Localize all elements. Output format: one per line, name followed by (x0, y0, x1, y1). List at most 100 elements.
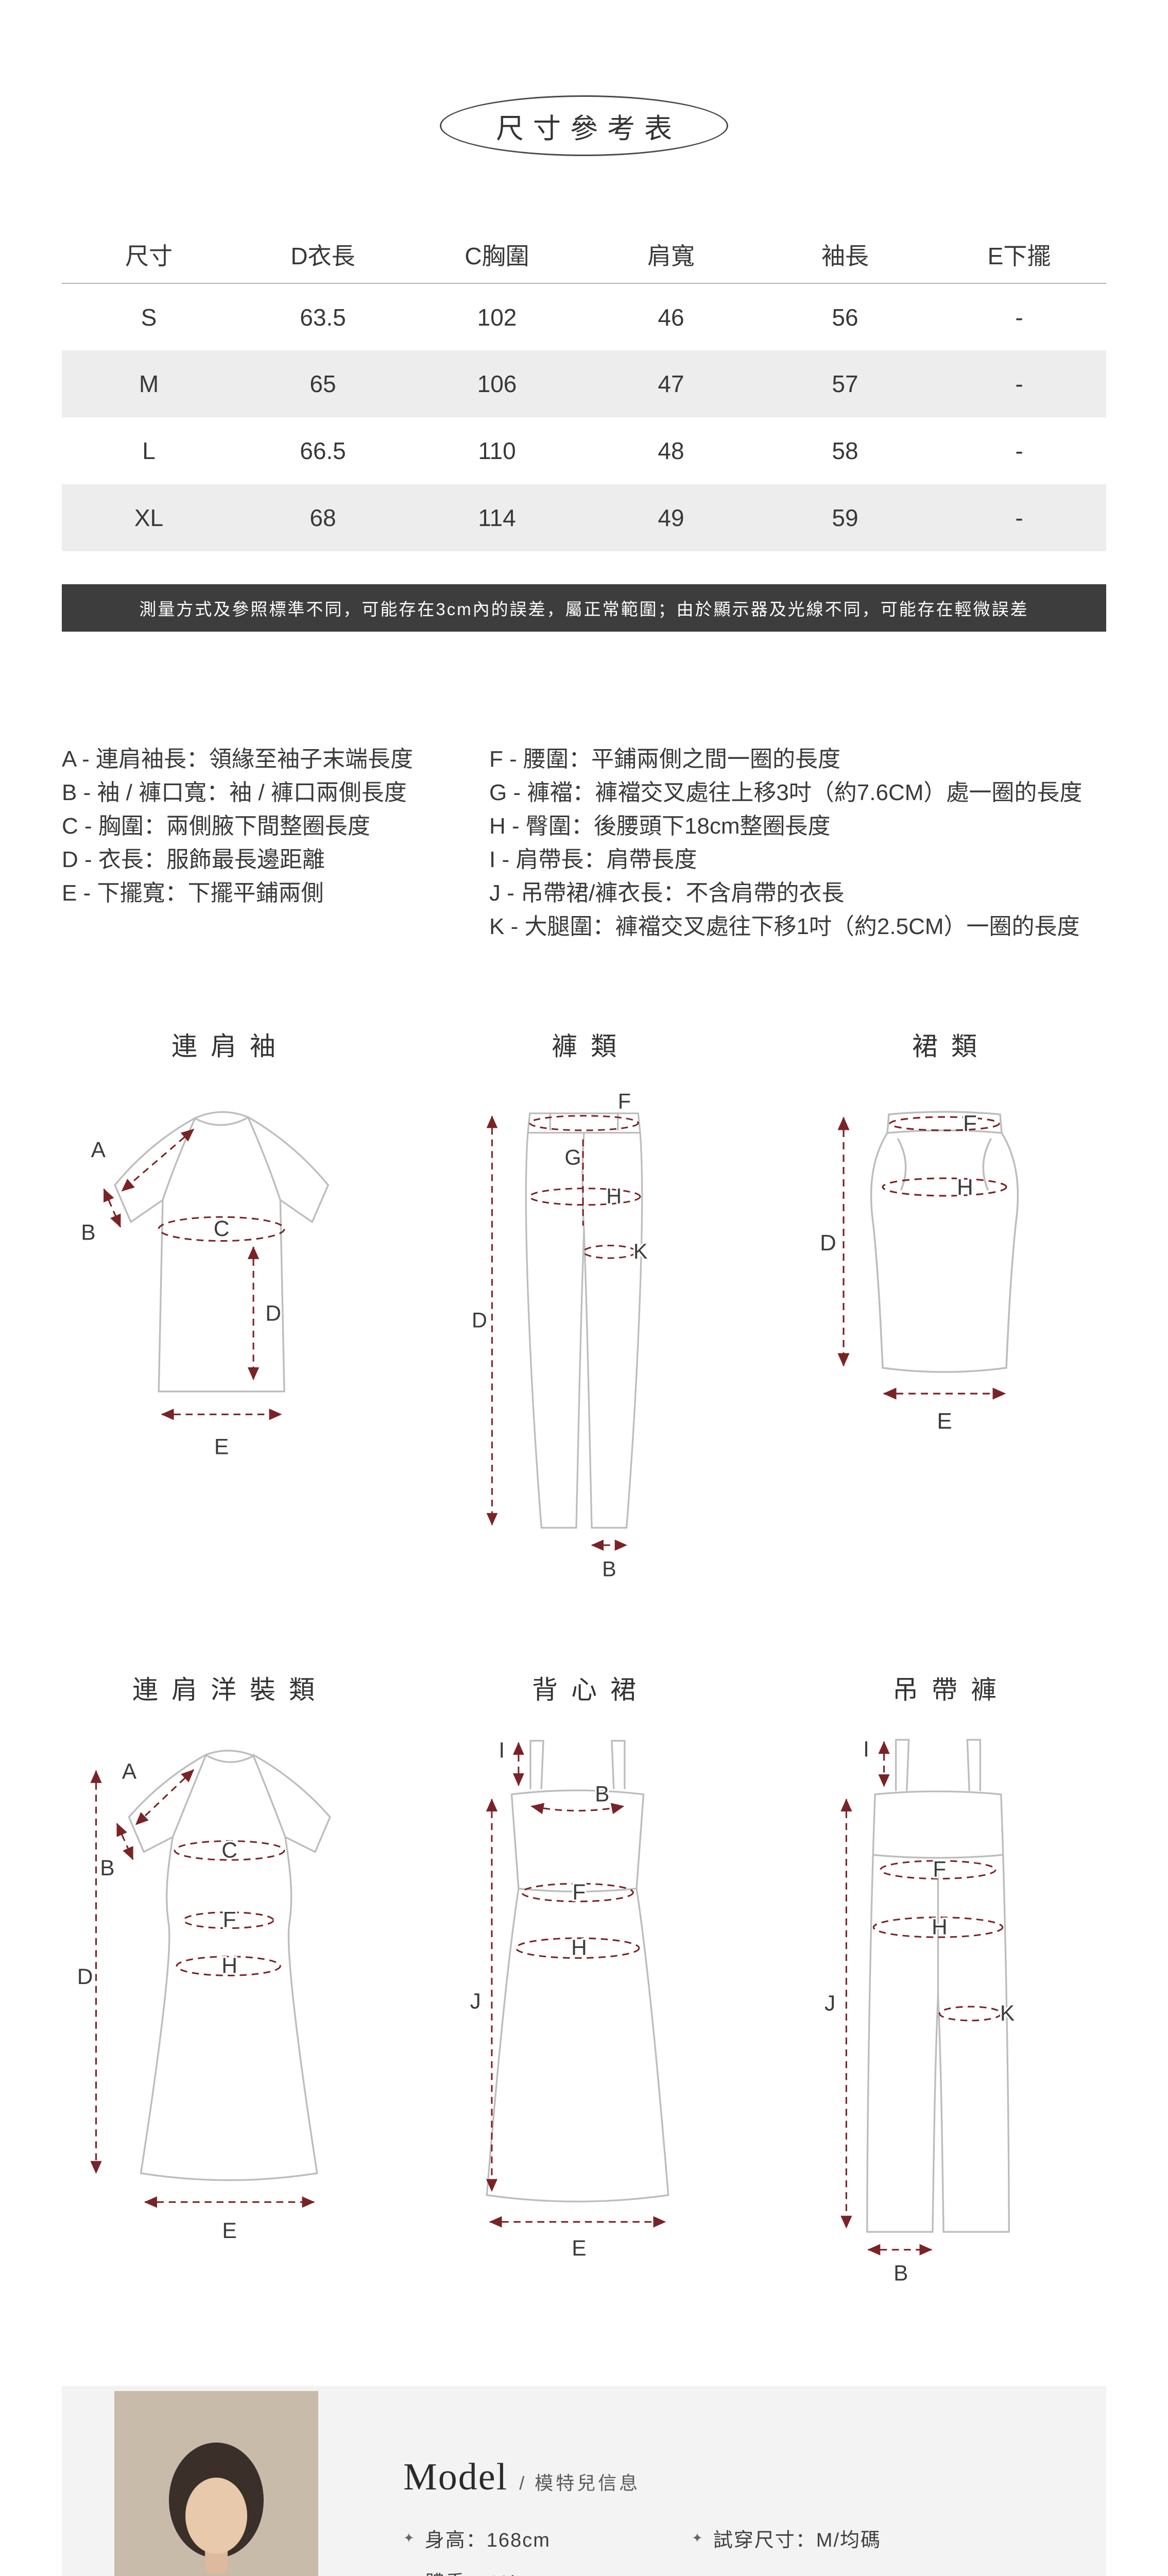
measurement-lines (90, 1769, 315, 2208)
measure-label-g: G (564, 1146, 581, 1170)
measure-label-c: C (214, 1216, 230, 1241)
diagram-title-pants: 褲類 (552, 1032, 630, 1061)
sparkle-bullet-icon: ✦ (403, 2530, 416, 2546)
measure-ellipse-c (174, 1840, 285, 1861)
legend-item-d: D - 衣長：服飾最長邊距離 (62, 847, 325, 872)
legend-item-h: H - 臀圍：後腰頭下18cm整圈長度 (489, 814, 831, 839)
model-fit-size: ✦ 試穿尺寸：M/均碼 (692, 2524, 881, 2552)
measure-ellipse-h (515, 1937, 640, 1959)
diagram-overalls: I F H K J B (823, 1735, 1017, 2285)
garment-outline (525, 1112, 643, 1529)
legend-item-g: G - 褲襠：褲襠交叉處往上移3吋（約7.6CM）處一圈的長度 (489, 780, 1083, 805)
diagram-title-raglan-top: 連肩袖 (171, 1032, 289, 1061)
measure-label-i: I (499, 1738, 505, 1762)
legend-item-e: E - 下擺寬：下擺平鋪兩側 (62, 880, 324, 906)
measure-label-b: B (100, 1856, 114, 1880)
size-row-l: L 66.5 110 48 58 - (62, 417, 1106, 484)
table-cell: 46 (658, 303, 684, 331)
size-row-m: M 65 106 47 57 - (62, 350, 1106, 417)
col-header-length: D衣長 (236, 226, 410, 284)
measurement-lines (486, 1115, 641, 1551)
measure-line-a (121, 1128, 195, 1192)
table-cell: 58 (832, 437, 858, 464)
measure-label-c: C (221, 1838, 237, 1862)
size-table-header-row: 尺寸 D衣長 C胸圍 肩寬 袖長 E下擺 (62, 226, 1106, 284)
table-cell: 49 (658, 504, 684, 531)
measure-label-d: D (265, 1301, 281, 1326)
legend-item-j: J - 吊帶裙/褲衣長：不含肩帶的衣長 (489, 880, 845, 906)
diagram-cell-vest-dress: 背心裙 (404, 1674, 764, 2270)
measure-label-a: A (91, 1138, 106, 1162)
measure-label-j: J (470, 1989, 481, 2013)
model-details: ✦ 身高：168cm ✦ 試穿尺寸：M/均碼 ✦ 體重：43kg (403, 2524, 881, 2576)
measure-ellipse-h (882, 1177, 1007, 1197)
diagram-skirt: F H D E (818, 1109, 1019, 1436)
model-info-section: @蹦蹦 Model / 模特兒信息 ✦ 身高：168cm ✦ 試穿尺寸：M/均碼… (62, 2386, 1106, 2576)
diagram-title-raglan-dress: 連肩洋裝類 (132, 1675, 328, 1704)
table-cell: - (1015, 504, 1023, 531)
measure-label-f: F (933, 1857, 946, 1882)
measure-label-i: I (863, 1737, 869, 1761)
face (185, 2478, 247, 2554)
measure-ellipse-f (183, 1911, 274, 1929)
legend-column-right: F - 腰圍：平鋪兩側之間一圈的長度 G - 褲襠：褲襠交叉處往上移3吋（約7.… (489, 742, 1106, 943)
diagram-raglan-top: A B C D E (79, 1111, 329, 1461)
col-header-sleeve: 袖長 (758, 226, 932, 284)
legend-item-i: I - 肩帶長：肩帶長度 (489, 847, 697, 872)
diagram-raglan-dress: A B C F H D E (75, 1750, 331, 2245)
diagram-row-1: 連肩袖 (43, 1031, 1125, 1595)
measure-label-k: K (633, 1240, 648, 1263)
model-photo: @蹦蹦 (114, 2391, 318, 2576)
model-photo-image: @蹦蹦 (114, 2391, 318, 2576)
col-header-shoulder: 肩寬 (584, 226, 758, 284)
table-cell: 110 (478, 437, 516, 464)
model-height-text: 身高：168cm (424, 2529, 551, 2551)
measure-label-f: F (223, 1908, 236, 1933)
measure-legend: A - 連肩袖長：領緣至袖子末端長度 B - 袖 / 褲口寬：袖 / 褲口兩側長… (62, 742, 1106, 943)
measure-label-b: B (81, 1221, 95, 1245)
size-row-xl: XL 68 114 49 59 - (62, 484, 1106, 551)
table-cell: 68 (310, 504, 336, 531)
table-cell: S (141, 303, 157, 331)
measure-label-a: A (122, 1759, 137, 1784)
table-cell: 106 (477, 370, 517, 397)
diagram-title-overalls: 吊帶褲 (892, 1675, 1010, 1704)
model-height: ✦ 身高：168cm (403, 2524, 692, 2552)
measure-ellipse-h (529, 1188, 641, 1206)
legend-column-left: A - 連肩袖長：領緣至袖子末端長度 B - 袖 / 褲口寬：袖 / 褲口兩側長… (62, 742, 489, 943)
measure-ellipse-h (872, 1917, 1004, 1938)
diagram-row-2: 連肩洋裝類 (43, 1674, 1125, 2285)
measure-label-e: E (572, 2236, 586, 2260)
notice-bar: 測量方式及參照標準不同，可能存在3cm內的誤差，屬正常範圍；由於顯示器及光線不同… (62, 584, 1106, 632)
legend-item-b: B - 袖 / 褲口寬：袖 / 褲口兩側長度 (62, 780, 407, 805)
diagram-vest-dress: I B F H J E (468, 1736, 669, 2262)
measure-line-b (530, 1803, 625, 1815)
measure-label-d: D (472, 1308, 487, 1332)
table-cell: 114 (478, 504, 516, 531)
col-header-bust: C胸圍 (410, 226, 584, 284)
measure-line-a (135, 1769, 195, 1825)
table-cell: L (142, 437, 156, 464)
legend-item-k: K - 大腿圍：褲襠交叉處往下移1吋（約2.5CM）一圈的長度 (489, 914, 1080, 939)
model-heading-en: Model (403, 2455, 508, 2498)
measure-ellipse-f (529, 1115, 639, 1131)
garment-outline (486, 1740, 669, 2202)
measure-label-j: J (825, 1991, 835, 2015)
garment-outline (866, 1739, 1010, 2233)
diagram-pants: F G H K D B (470, 1088, 649, 1582)
size-table: 尺寸 D衣長 C胸圍 肩寬 袖長 E下擺 S 63.5 102 46 56 - … (62, 226, 1106, 551)
model-heading-zh: / 模特兒信息 (519, 2472, 641, 2494)
legend-item-c: C - 胸圍：兩側腋下間整圈長度 (62, 814, 370, 839)
measure-label-k: K (1000, 2001, 1015, 2025)
measure-label-h: H (606, 1184, 622, 1208)
table-cell: - (1015, 437, 1023, 464)
page-title-badge: 尺寸參考表 (440, 95, 728, 156)
measure-ellipse-k (938, 2006, 1002, 2022)
diagram-cell-raglan-dress: 連肩洋裝類 (43, 1674, 404, 2253)
measure-ellipse-h (176, 1956, 281, 1976)
measure-label-e: E (214, 1435, 229, 1460)
table-cell: M (139, 370, 159, 397)
model-weight-text: 體重：43kg (425, 2567, 533, 2576)
table-cell: 102 (477, 303, 517, 331)
